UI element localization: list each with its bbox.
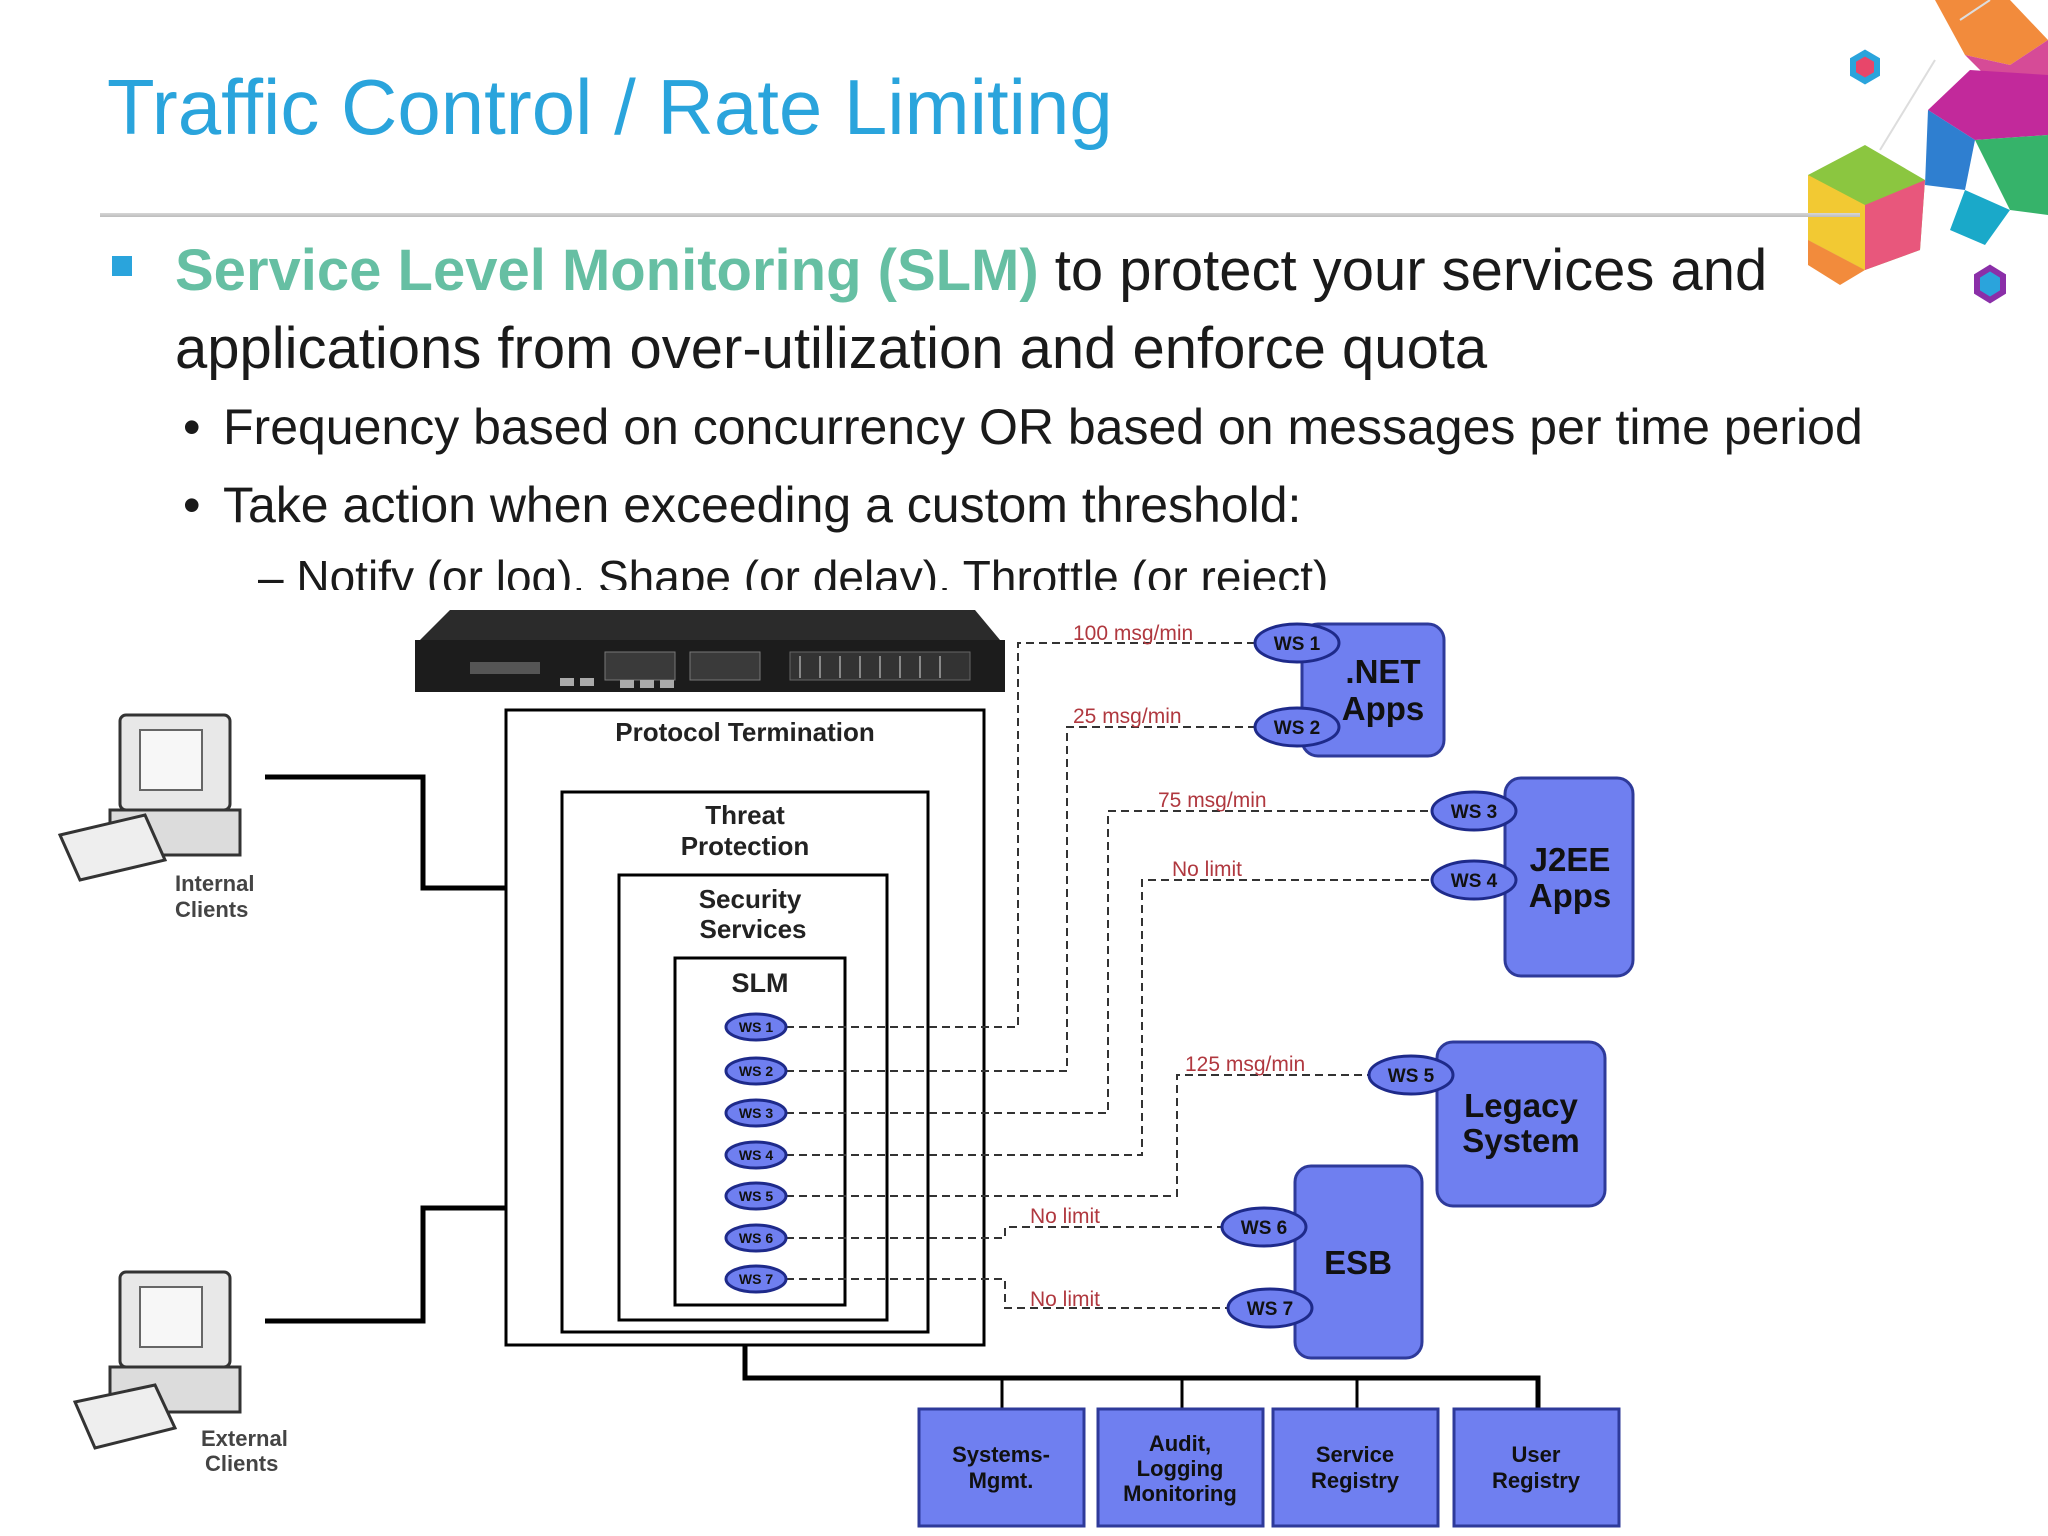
slm-ws5-label: WS 5: [739, 1188, 773, 1204]
systems-mgmt-label-1: Systems-: [952, 1442, 1050, 1467]
slm-ws7-label: WS 7: [739, 1271, 773, 1287]
route-ws2: [786, 726, 1255, 1072]
service-registry-box: [1271, 1407, 1440, 1528]
limit-label-ws5: 125 msg/min: [1185, 1053, 1305, 1076]
route-ws7: [786, 1278, 1228, 1309]
target-ws3-oval: [1430, 790, 1518, 832]
legacy-label-1: Legacy: [1464, 1087, 1578, 1124]
limit-label-ws2: 25 msg/min: [1073, 705, 1182, 728]
limit-label-ws7: No limit: [1030, 1288, 1100, 1311]
audit-label-1: Audit,: [1149, 1431, 1211, 1456]
audit-label-2: Logging: [1137, 1456, 1224, 1481]
target-ws6-label: WS 6: [1241, 1218, 1287, 1239]
route-ws5: [786, 1074, 1369, 1197]
slm-ws2-oval: [724, 1056, 788, 1086]
sub-bullet-threshold: •Take action when exceeding a custom thr…: [183, 477, 1302, 533]
limit-label-ws4: No limit: [1172, 858, 1242, 881]
bottom-bus-line: [742, 1345, 1541, 1410]
architecture-diagram: Internal Clients External Clients Protoc…: [0, 590, 1700, 1536]
target-ws3-label: WS 3: [1451, 802, 1497, 823]
user-registry-label-2: Registry: [1492, 1468, 1581, 1493]
target-ws4-oval: [1430, 859, 1518, 901]
target-ws5-oval: [1367, 1054, 1455, 1096]
internal-clients-label-2: Clients: [175, 897, 248, 922]
security-label-2: Services: [700, 914, 807, 944]
legacy-system-box: [1435, 1040, 1607, 1208]
slm-label: SLM: [732, 968, 789, 998]
esb-label: ESB: [1324, 1244, 1392, 1281]
slm-ws7-oval: [724, 1264, 788, 1294]
slm-ws1-oval: [724, 1012, 788, 1042]
legacy-label-2: System: [1462, 1122, 1579, 1159]
slm-ws1-label: WS 1: [739, 1019, 773, 1035]
systems-mgmt-label-2: Mgmt.: [969, 1468, 1034, 1493]
target-ws2-oval: [1253, 706, 1341, 748]
target-ws1-label: WS 1: [1274, 634, 1321, 655]
net-label-2: Apps: [1342, 690, 1425, 727]
limit-label-ws3: 75 msg/min: [1158, 789, 1267, 812]
external-clients-label-1: External: [201, 1426, 288, 1451]
user-registry-box: [1452, 1407, 1621, 1528]
routing-lines: [786, 642, 1432, 1309]
esb-box: [1293, 1164, 1424, 1360]
j2ee-label-1: J2EE: [1530, 841, 1611, 878]
external-clients-label-2: Clients: [205, 1451, 278, 1476]
net-label-1: .NET: [1345, 653, 1420, 690]
internal-client-connection: [265, 774, 506, 891]
slm-ws5-oval: [724, 1181, 788, 1211]
audit-logging-box: [1096, 1407, 1265, 1528]
limit-label-ws1: 100 msg/min: [1073, 622, 1193, 645]
target-ws2-label: WS 2: [1274, 718, 1320, 739]
target-ws4-label: WS 4: [1451, 871, 1498, 892]
route-ws1: [786, 642, 1255, 1028]
limit-label-ws6: No limit: [1030, 1205, 1100, 1228]
user-registry-label-1: User: [1512, 1442, 1561, 1467]
sub-bullet-frequency: •Frequency based on concurrency OR based…: [183, 399, 1863, 455]
protocol-termination-label: Protocol Termination: [615, 717, 875, 747]
external-client-connection: [265, 1205, 506, 1324]
title-divider: [100, 213, 1860, 217]
slm-ws2-label: WS 2: [739, 1063, 773, 1079]
audit-label-3: Monitoring: [1123, 1481, 1237, 1506]
target-ws1-oval: [1253, 622, 1341, 664]
appliance-image: [415, 610, 1005, 692]
route-ws6: [786, 1226, 1222, 1239]
service-registry-label-2: Registry: [1311, 1468, 1400, 1493]
slm-ws6-label: WS 6: [739, 1230, 773, 1246]
systems-mgmt-box: [917, 1407, 1086, 1528]
sub-bullet-threshold-text: Take action when exceeding a custom thre…: [223, 477, 1302, 533]
slm-ws4-label: WS 4: [739, 1147, 773, 1163]
target-ws7-oval: [1226, 1287, 1314, 1329]
sub-bullet-frequency-text: Frequency based on concurrency OR based …: [223, 399, 1863, 455]
target-ws6-oval: [1220, 1206, 1308, 1248]
slm-highlight: Service Level Monitoring (SLM): [175, 238, 1039, 303]
square-bullet-icon: [112, 256, 132, 276]
target-ws5-label: WS 5: [1388, 1066, 1435, 1087]
j2ee-label-2: Apps: [1529, 877, 1612, 914]
slm-ws3-label: WS 3: [739, 1105, 773, 1121]
target-ws7-label: WS 7: [1247, 1299, 1293, 1320]
slide-title: Traffic Control / Rate Limiting: [107, 63, 1113, 151]
security-label-1: Security: [699, 884, 802, 914]
slm-ws3-oval: [724, 1098, 788, 1128]
route-ws3: [786, 810, 1432, 1114]
slm-box: [673, 956, 847, 1307]
threat-label-2: Protection: [681, 831, 810, 861]
computer-icon-external: [72, 1270, 242, 1450]
service-registry-label-1: Service: [1316, 1442, 1394, 1467]
internal-clients-label-1: Internal: [175, 871, 254, 896]
slm-ws4-oval: [724, 1140, 788, 1170]
main-bullet-text: to protect your services and application…: [175, 238, 1768, 381]
main-bullet: Service Level Monitoring (SLM) to protec…: [175, 232, 1935, 388]
computer-icon-internal: [57, 713, 242, 882]
slm-ws6-oval: [724, 1223, 788, 1253]
threat-label-1: Threat: [705, 800, 785, 830]
